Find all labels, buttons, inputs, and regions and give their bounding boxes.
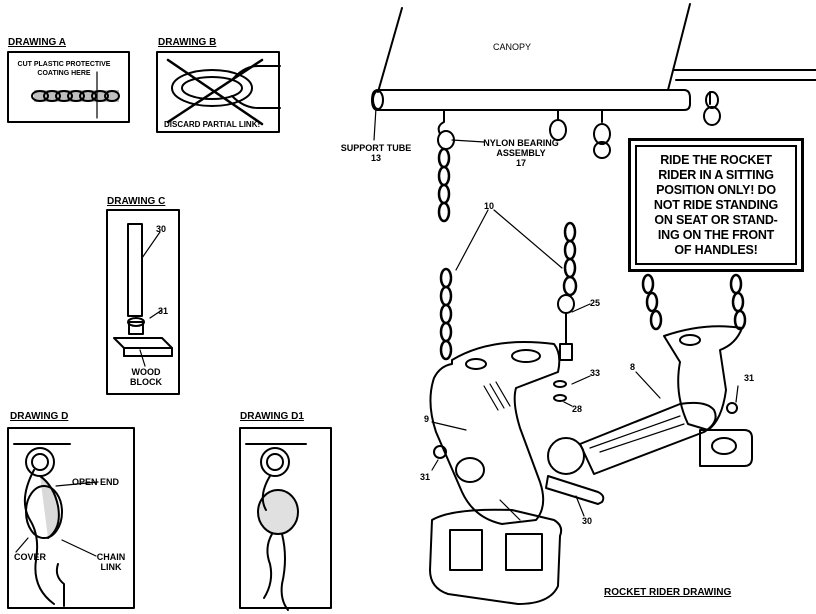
callout-10: 10: [484, 201, 495, 211]
support-tube-label: SUPPORT TUBE 13: [340, 143, 412, 163]
drawing-d-chain-line2: LINK: [100, 562, 122, 572]
canopy-label: CANOPY: [493, 42, 532, 52]
rocket-rider-body: [429, 303, 753, 605]
callout-25: 25: [590, 298, 601, 308]
nylon-line1: NYLON BEARING: [483, 138, 559, 148]
callout-8: 8: [630, 362, 636, 372]
callout-9: 9: [424, 414, 430, 424]
support-tube-line2: 13: [370, 153, 381, 163]
safety-warning-box: RIDE THE ROCKET RIDER IN A SITTING POSIT…: [628, 138, 804, 272]
callout-28: 28: [572, 404, 583, 414]
drawing-d1-title: DRAWING D1: [240, 411, 304, 422]
drawing-c-part-31: 31: [158, 306, 169, 316]
drawing-d-open-end-label: OPEN END: [72, 477, 120, 487]
callout-33: 33: [590, 368, 601, 378]
rocket-rider-caption: ROCKET RIDER DRAWING: [604, 587, 732, 598]
drawing-d1-illustration: [239, 427, 332, 611]
drawing-c-wood-line1: WOOD: [131, 367, 161, 377]
drawing-d-chain-line1: CHAIN: [96, 552, 126, 562]
drawing-d-illustration: [7, 427, 135, 609]
drawing-a-note: CUT PLASTIC PROTECTIVE COATING HERE: [12, 60, 116, 78]
drawing-c-wood-line2: BLOCK: [130, 377, 162, 387]
safety-warning-inner: RIDE THE ROCKET RIDER IN A SITTING POSIT…: [635, 145, 797, 265]
drawing-a-note-line2: COATING HERE: [37, 70, 91, 77]
drawing-a-note-line1: CUT PLASTIC PROTECTIVE: [17, 61, 111, 68]
callout-30: 30: [582, 516, 593, 526]
drawing-c-title: DRAWING C: [107, 196, 166, 207]
nylon-line2: ASSEMBLY: [496, 148, 546, 158]
drawing-d-chain-link-label: CHAIN LINK: [94, 552, 128, 572]
callout-31-right: 31: [744, 373, 755, 383]
nylon-line3: 17: [515, 158, 526, 168]
drawing-c-illustration: [106, 209, 180, 395]
support-tube-line1: SUPPORT TUBE: [340, 143, 412, 153]
safety-warning-text: RIDE THE ROCKET RIDER IN A SITTING POSIT…: [653, 152, 779, 257]
drawing-b-illustration: [156, 51, 281, 133]
drawing-a-title: DRAWING A: [8, 37, 66, 48]
drawing-b-note: DISCARD PARTIAL LINK!: [164, 120, 261, 129]
drawing-c-part-30: 30: [156, 224, 167, 234]
drawing-d-title: DRAWING D: [10, 411, 69, 422]
drawing-c-wood-block-label: WOOD BLOCK: [126, 367, 166, 387]
drawing-a-illustration: [7, 51, 130, 123]
callout-31-left: 31: [420, 472, 431, 482]
drawing-d-cover-label: COVER: [14, 552, 47, 562]
nylon-bearing-label: NYLON BEARING ASSEMBLY 17: [476, 138, 566, 168]
drawing-b-title: DRAWING B: [158, 37, 217, 48]
canopy-frame: [371, 3, 816, 141]
chains-and-bearings: [437, 91, 747, 361]
